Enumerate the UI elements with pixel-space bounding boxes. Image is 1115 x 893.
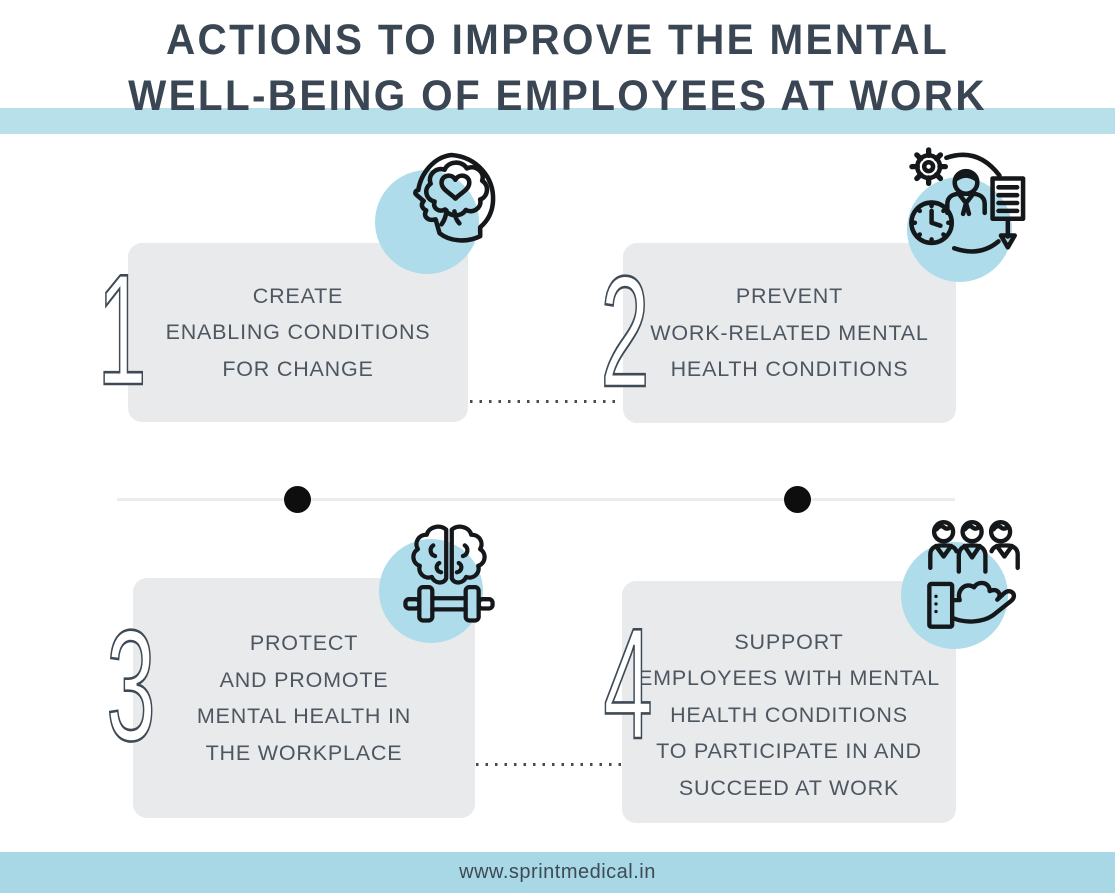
people-support-hand-icon [917,514,1031,634]
step-1-text-line: FOR CHANGE [222,356,374,381]
step-4-text-line: HEALTH CONDITIONS [670,702,908,727]
brain-dumbbell-icon [398,519,500,633]
step-4-text-line: SUCCEED AT WORK [678,775,900,800]
step-3-text-line: PROTECT [249,631,359,655]
step-4-text-line: TO PARTICIPATE IN AND [656,739,922,764]
prevention-gear-clock-person-icon [903,146,1031,266]
dotted-connector-top [470,400,621,403]
page-title-line-2: WELL-BEING OF EMPLOYEES AT WORK [128,72,987,120]
step-4-number: 4 [603,596,654,772]
footer-band: www.sprintmedical.in [0,852,1115,893]
step-4-text-line: SUPPORT [734,629,844,654]
step-card-4: SUPPORT EMPLOYEES WITH MENTAL HEALTH CON… [622,581,956,823]
dotted-connector-bottom [476,763,621,766]
step-3-text-line: THE WORKPLACE [205,740,403,765]
step-3-number: 3 [106,598,157,774]
timeline-dot-left [284,486,311,513]
step-4-icon-circle [901,542,1008,649]
step-1-text-line: CREATE [252,283,344,308]
step-2-number: 2 [600,244,651,420]
step-2-text-line: HEALTH CONDITIONS [670,357,909,382]
page-title-line-1: ACTIONS TO IMPROVE THE MENTAL [165,16,949,64]
step-card-1: CREATE ENABLING CONDITIONS FOR CHANGE [128,243,468,422]
step-3-text-line: AND PROMOTE [219,667,389,692]
timeline-divider-line [117,498,955,501]
step-1-number: 1 [97,242,148,418]
head-brain-heart-icon [395,147,499,264]
step-card-2: PREVENT WORK-RELATED MENTAL HEALTH CONDI… [623,243,956,423]
title-highlight-band [0,108,1115,134]
website-url: www.sprintmedical.in [459,861,656,883]
step-2-text-line: PREVENT [735,284,844,309]
step-4-text-line: EMPLOYEES WITH MENTAL [638,666,940,691]
step-3-text-line: MENTAL HEALTH IN [196,704,412,728]
step-2-text-line: WORK-RELATED MENTAL [650,320,929,345]
timeline-dot-right [784,486,811,513]
step-1-text-line: ENABLING CONDITIONS [165,320,431,345]
